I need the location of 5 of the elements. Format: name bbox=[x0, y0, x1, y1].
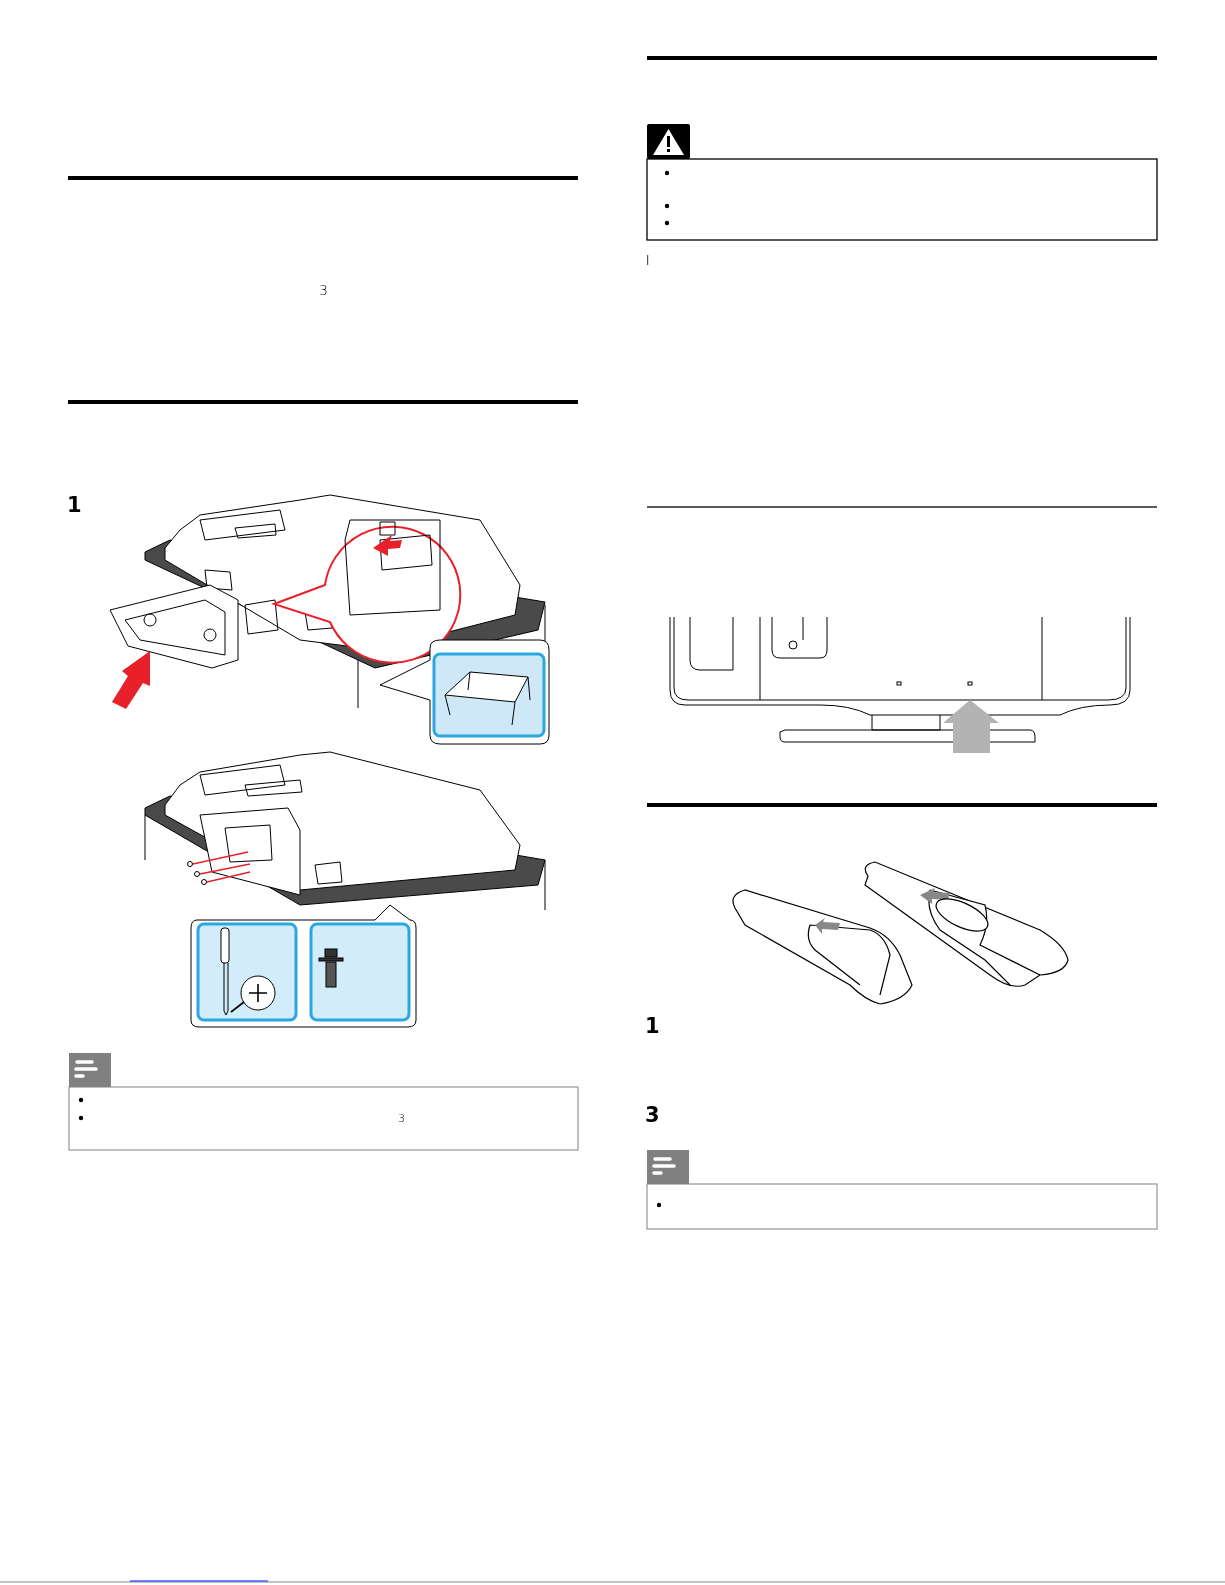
step-number: 1 bbox=[645, 1016, 660, 1037]
reference-number: 3 bbox=[398, 1113, 405, 1124]
step-number: 3 bbox=[645, 1105, 660, 1126]
reference-number: 3 bbox=[319, 283, 328, 297]
step-number: 1 bbox=[67, 495, 82, 516]
